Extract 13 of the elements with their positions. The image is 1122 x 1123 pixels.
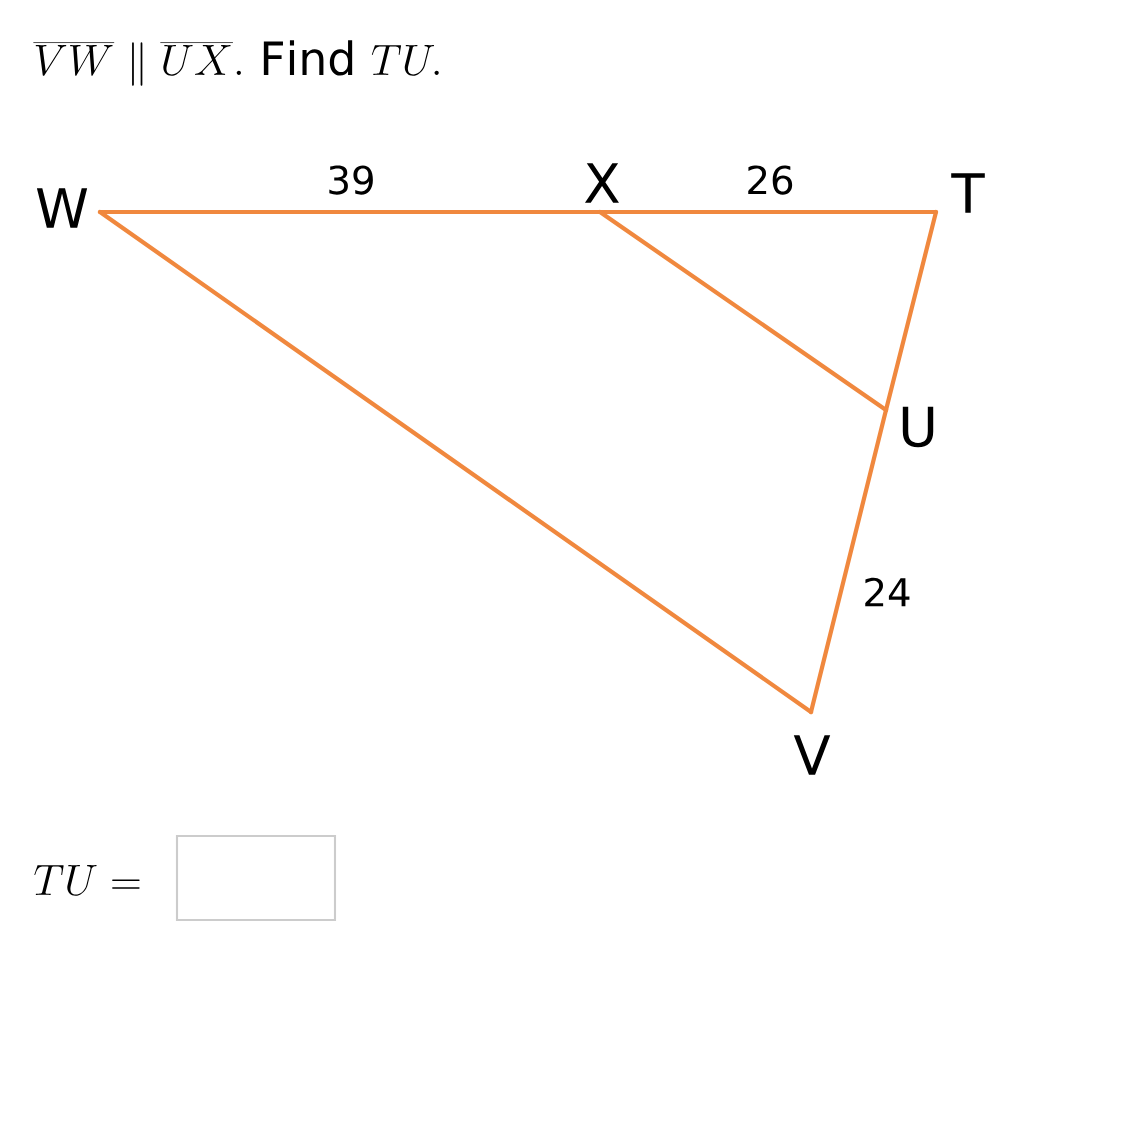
answer-prompt: $TU =$ [34,865,140,896]
vertex-label: V [793,735,831,775]
edge-label: 24 [860,575,914,609]
triangle-side [97,209,814,715]
triangle-side [597,209,889,413]
triangle-side [808,407,889,715]
vertex-label: U [902,406,934,448]
question-text: $\overline{VW}\parallel\overline{UX}.\ \mathrm{Find}\ TU.$ [33,40,439,86]
edge-label: 39 [324,163,378,197]
vertex-label: T [951,173,985,213]
edge-label: 26 [743,163,797,197]
vertex-label: X [584,163,619,203]
vertex-label: W [36,188,88,228]
